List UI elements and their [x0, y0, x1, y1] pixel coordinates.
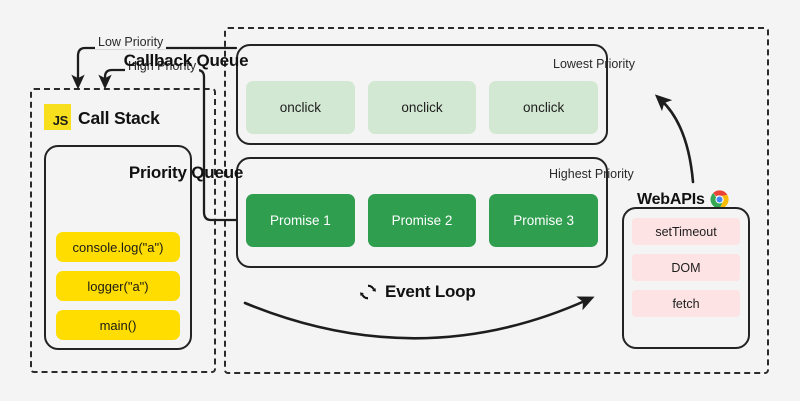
stack-frame[interactable]: logger("a"): [56, 271, 180, 301]
webapi-item[interactable]: setTimeout: [632, 218, 740, 245]
callback-queue-items: onclick onclick onclick: [246, 81, 599, 134]
webapi-item[interactable]: fetch: [632, 290, 740, 317]
priority-queue-items: Promise 1 Promise 2 Promise 3: [246, 194, 599, 247]
chrome-logo-icon: [710, 190, 729, 209]
js-logo-icon: JS: [44, 104, 71, 130]
high-priority-arrow-label: High Priority: [125, 59, 200, 73]
webapi-item[interactable]: DOM: [632, 254, 740, 281]
call-stack-title: Call Stack: [78, 108, 160, 128]
callback-queue-item[interactable]: onclick: [246, 81, 355, 134]
webapis-header: WebAPIs: [637, 190, 729, 209]
callback-queue-item[interactable]: onclick: [367, 81, 477, 134]
callback-queue-item[interactable]: onclick: [489, 81, 599, 134]
priority-queue-item[interactable]: Promise 1: [246, 194, 355, 247]
call-stack-frames: console.log("a") logger("a") main(): [56, 160, 180, 340]
priority-queue-item[interactable]: Promise 2: [367, 194, 477, 247]
callback-queue-title: Callback Queue: [123, 51, 249, 70]
stack-frame[interactable]: main(): [56, 310, 180, 340]
priority-queue-title: Priority Queue: [128, 163, 244, 182]
event-loop-text: Event Loop: [385, 282, 476, 301]
stack-frame[interactable]: console.log("a"): [56, 232, 180, 262]
webapis-items: setTimeout DOM fetch: [632, 218, 740, 317]
event-loop-label: Event Loop: [358, 282, 476, 302]
priority-queue-item[interactable]: Promise 3: [489, 194, 599, 247]
lowest-priority-note: Lowest Priority: [553, 57, 635, 71]
webapis-title: WebAPIs: [637, 190, 705, 208]
low-priority-arrow-label: Low Priority: [95, 35, 167, 49]
refresh-loop-icon: [360, 284, 376, 300]
highest-priority-note: Highest Priority: [549, 167, 634, 181]
